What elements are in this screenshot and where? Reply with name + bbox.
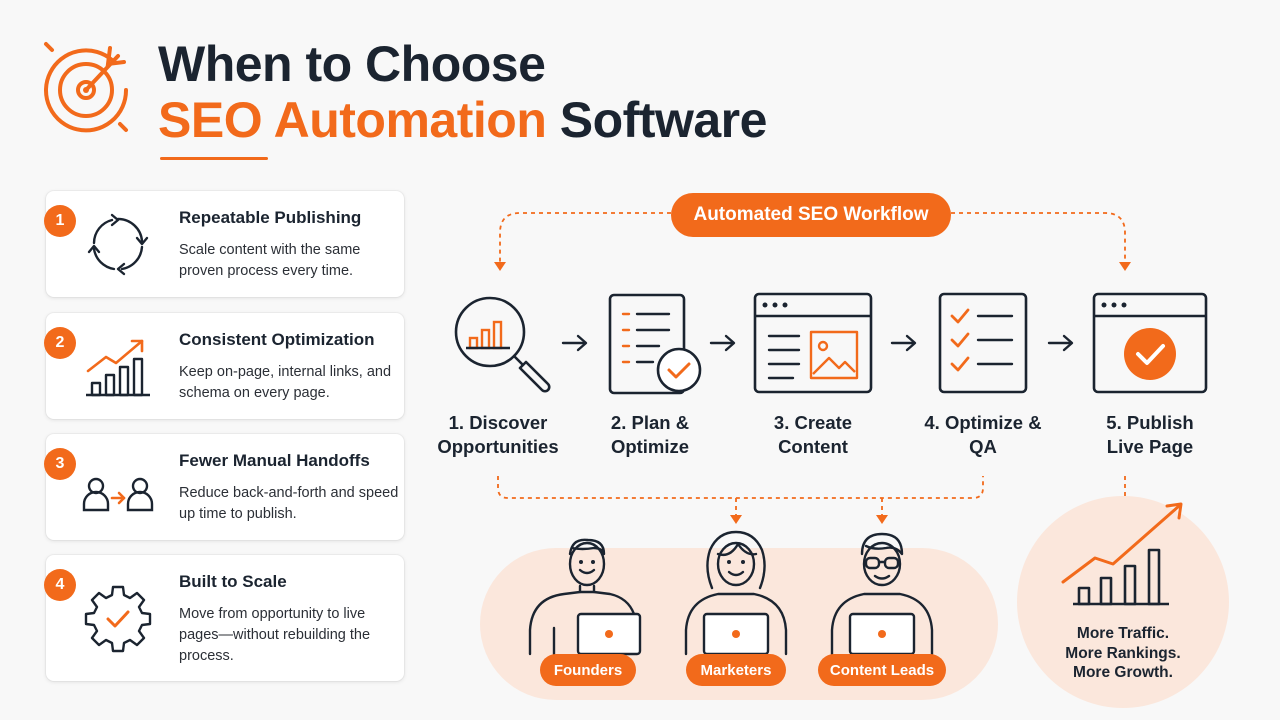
benefit-description: Reduce back-and-forth and speed up time … [179, 485, 399, 522]
benefit-description: Scale content with the same proven proce… [179, 242, 361, 279]
number-badge: 4 [44, 569, 76, 601]
magnifier-chart-icon [454, 296, 551, 393]
step-label-4: 4. Optimize &QA [924, 412, 1042, 457]
content-lead-person-icon [830, 532, 934, 656]
benefit-card-4: 4 Built to Scale Move from opportunity t… [44, 555, 404, 681]
number-badge: 3 [44, 448, 76, 480]
results-text: More Traffic. More Rankings. More Growth… [1042, 624, 1204, 683]
benefit-card-2: 2 Consistent Optimization Keep on-page, … [44, 313, 404, 419]
role-founders: Founders [540, 654, 636, 686]
handoff-icon [82, 477, 154, 512]
growth-chart-icon [86, 339, 150, 397]
browser-content-icon [753, 292, 873, 394]
marketer-person-icon [684, 530, 788, 656]
workflow-label: Automated SEO Workflow [671, 193, 951, 237]
benefit-card-1: 1 Repeatable Publishing Scale content wi… [44, 191, 404, 297]
browser-check-icon [1092, 292, 1208, 394]
benefit-title: Fewer Manual Handoffs [179, 451, 370, 470]
number-badge: 1 [44, 205, 76, 237]
benefit-title: Repeatable Publishing [179, 208, 362, 227]
checklist-doc-icon [608, 293, 702, 395]
title-accent: SEO Automation [158, 92, 547, 148]
page-title-line2: SEO Automation Software [158, 92, 767, 148]
page-title-line1: When to Choose [158, 36, 546, 92]
result-line: More Growth. [1073, 664, 1173, 681]
benefit-description: Move from opportunity to live pages—with… [179, 606, 371, 664]
founder-person-icon [528, 538, 642, 656]
step-label-2: 2. Plan &Optimize [610, 412, 690, 457]
benefit-description: Keep on-page, internal links, and schema… [179, 364, 392, 401]
benefit-title: Built to Scale [179, 572, 287, 591]
results-circle [1017, 496, 1229, 708]
number-badge: 2 [44, 327, 76, 359]
role-marketers: Marketers [686, 654, 786, 686]
role-content-leads: Content Leads [818, 654, 946, 686]
checklist-icon [938, 292, 1028, 394]
result-line: More Traffic. [1076, 625, 1170, 642]
title-underline [160, 157, 268, 160]
growth-bars-icon [1061, 502, 1183, 606]
title-rest: Software [559, 92, 768, 148]
target-icon [44, 42, 129, 133]
benefit-title: Consistent Optimization [179, 330, 375, 349]
cycle-arrows-icon [87, 213, 149, 276]
result-line: More Rankings. [1065, 644, 1181, 662]
gear-check-icon [84, 585, 152, 653]
benefit-card-3: 3 Fewer Manual Handoffs Reduce back-and-… [44, 434, 404, 540]
